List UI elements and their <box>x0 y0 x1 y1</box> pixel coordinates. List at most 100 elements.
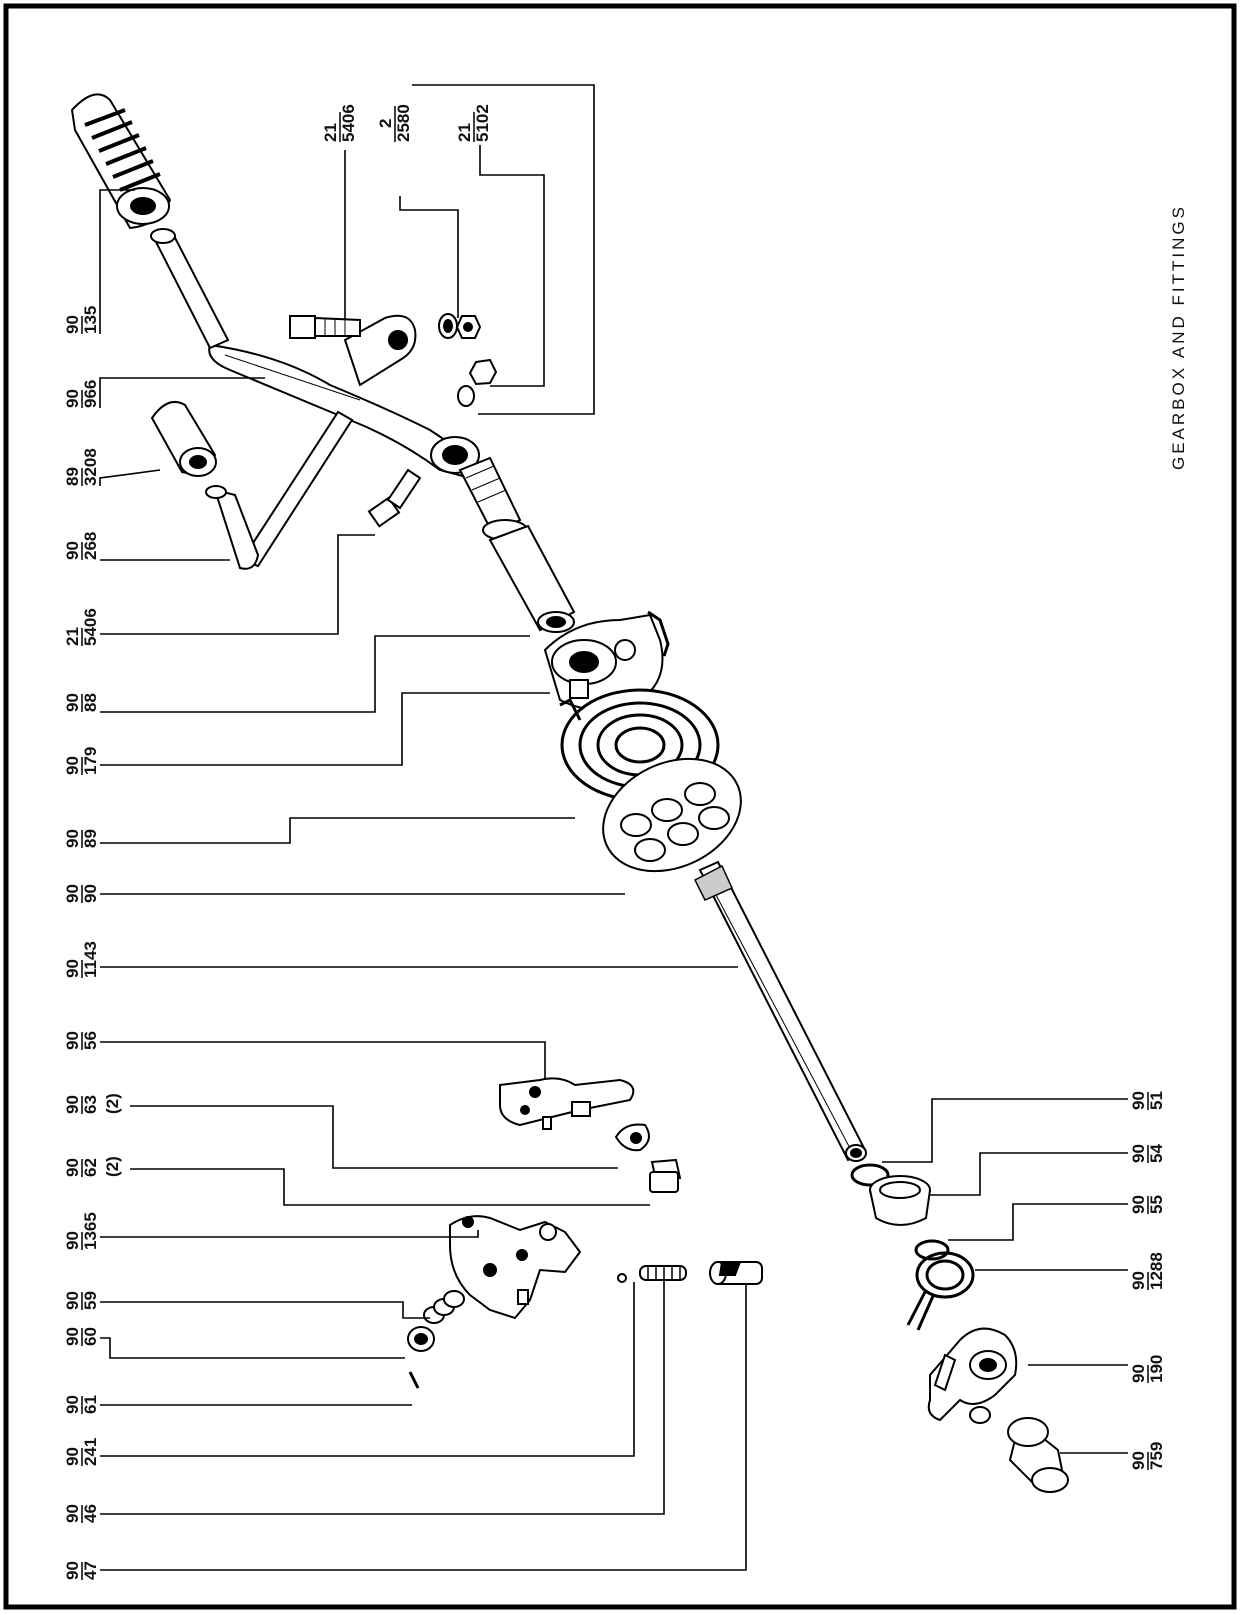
svg-text:90: 90 <box>63 756 82 775</box>
svg-text:90: 90 <box>1129 1144 1148 1163</box>
svg-text:90: 90 <box>63 1031 82 1050</box>
svg-text:(2): (2) <box>103 1156 122 1177</box>
svg-text:966: 966 <box>81 380 100 408</box>
selector-cam-plate <box>449 1215 582 1320</box>
spring-plate <box>602 757 742 873</box>
spring-clip <box>914 1239 950 1261</box>
svg-text:90: 90 <box>63 693 82 712</box>
nut-lower <box>468 358 498 386</box>
svg-text:135: 135 <box>81 306 100 334</box>
torsion-spring <box>906 1251 975 1331</box>
kickstart-lever <box>150 228 480 570</box>
svg-text:1143: 1143 <box>81 941 100 978</box>
svg-text:90: 90 <box>63 1504 82 1523</box>
kickstart-shaft <box>693 860 867 1162</box>
svg-text:46: 46 <box>81 1504 100 1523</box>
svg-text:190: 190 <box>1147 1355 1166 1383</box>
svg-text:5406: 5406 <box>339 104 358 142</box>
svg-text:90: 90 <box>63 1158 82 1177</box>
svg-text:90: 90 <box>63 1561 82 1580</box>
svg-text:90: 90 <box>63 1291 82 1310</box>
detent-spring <box>639 1265 687 1281</box>
svg-text:89: 89 <box>81 829 100 848</box>
detent-plunger <box>709 1261 763 1285</box>
gear-lever-pin <box>1007 1417 1069 1493</box>
svg-text:47: 47 <box>81 1561 100 1580</box>
svg-text:2580: 2580 <box>394 104 413 142</box>
svg-text:56: 56 <box>81 1031 100 1050</box>
selector-plate <box>499 1077 635 1130</box>
svg-text:90: 90 <box>1129 1091 1148 1110</box>
svg-text:21: 21 <box>455 123 474 142</box>
svg-text:90: 90 <box>81 884 100 903</box>
pivot-bolt <box>649 1158 682 1193</box>
parts-illustration <box>70 93 1069 1493</box>
svg-text:90: 90 <box>63 541 82 560</box>
svg-text:90: 90 <box>63 389 82 408</box>
selector-spring <box>423 1290 465 1324</box>
svg-text:179: 179 <box>81 747 100 775</box>
svg-text:90: 90 <box>63 884 82 903</box>
svg-text:90: 90 <box>63 1395 82 1414</box>
svg-text:89: 89 <box>63 467 82 486</box>
page-title: GEARBOX AND FITTINGS <box>1169 204 1188 470</box>
svg-text:60: 60 <box>81 1327 100 1346</box>
svg-text:88: 88 <box>81 693 100 712</box>
svg-text:90: 90 <box>63 1447 82 1466</box>
splined-sleeve <box>458 456 576 633</box>
clamp-bolt-upper <box>289 315 361 339</box>
svg-text:90: 90 <box>63 315 82 334</box>
svg-text:1288: 1288 <box>1147 1252 1166 1290</box>
svg-text:90: 90 <box>1129 1195 1148 1214</box>
svg-text:61: 61 <box>81 1395 100 1414</box>
split-pin <box>408 1371 420 1389</box>
svg-text:21: 21 <box>63 627 82 646</box>
clamp-bolt-lower <box>367 468 422 528</box>
shaft-bush <box>869 1175 931 1226</box>
svg-text:90: 90 <box>63 1231 82 1250</box>
svg-text:1365: 1365 <box>81 1212 100 1250</box>
svg-text:2: 2 <box>376 119 395 128</box>
svg-text:759: 759 <box>1147 1442 1166 1470</box>
page-border <box>3 3 1237 1610</box>
svg-text:59: 59 <box>81 1291 100 1310</box>
svg-text:90: 90 <box>1129 1451 1148 1470</box>
svg-text:21: 21 <box>321 123 340 142</box>
footrest-rubber <box>150 401 217 477</box>
svg-text:90: 90 <box>1129 1271 1148 1290</box>
svg-text:90: 90 <box>63 1095 82 1114</box>
svg-text:90: 90 <box>1129 1364 1148 1383</box>
circlip <box>850 1163 890 1187</box>
svg-text:51: 51 <box>1147 1091 1166 1110</box>
svg-text:3208: 3208 <box>81 448 100 486</box>
svg-text:90: 90 <box>63 829 82 848</box>
